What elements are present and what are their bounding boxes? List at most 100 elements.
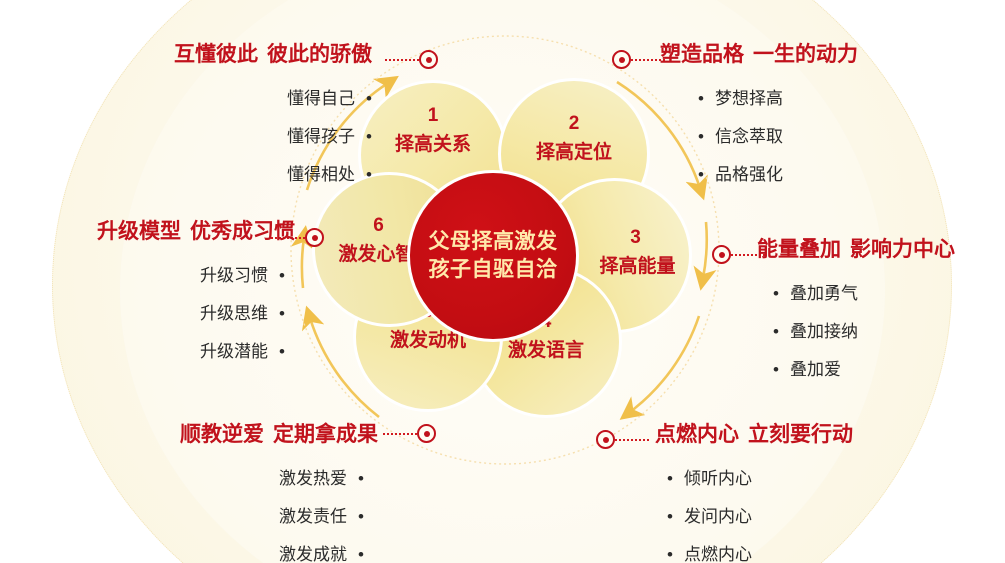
- heading-part-a: 升级模型: [97, 220, 181, 243]
- bullet-icon: •: [279, 342, 285, 362]
- label-top-right-list: • 梦想择高 •信念萃取 • 品格强化: [660, 90, 990, 183]
- list-item: • 叠加爱: [773, 361, 1005, 378]
- label-left-heading: 升级模型优秀成习惯: [10, 220, 295, 243]
- label-left-list: 升级习惯• 升级思维 • 升级潜能 •: [10, 267, 295, 360]
- ring-marker-icon[interactable]: [417, 424, 436, 443]
- item-text: 懂得相处: [287, 165, 356, 185]
- label-top-left-list: 懂得自己 • 懂得孩子 • 懂得相处 •: [22, 90, 372, 183]
- list-item: 升级思维 •: [10, 305, 285, 322]
- bullet-icon: •: [358, 469, 364, 489]
- bullet-icon: •: [698, 165, 704, 185]
- list-item: 激发成就 •: [38, 546, 364, 563]
- label-bottom-right-heading: 点燃内心立刻要行动: [655, 423, 975, 446]
- bullet-icon: •: [698, 89, 704, 109]
- list-item: • 梦想择高: [698, 90, 990, 107]
- item-text: 懂得自己: [287, 89, 356, 109]
- bullet-icon: •: [773, 284, 779, 304]
- petal-5-title: 激发动机: [389, 330, 466, 351]
- ring-marker-icon[interactable]: [596, 430, 615, 449]
- list-item: • 品格强化: [698, 166, 990, 183]
- connector-left: [271, 228, 324, 247]
- item-text: 激发热爱: [279, 469, 348, 489]
- petal-1-number: 1: [427, 105, 439, 126]
- item-text: 升级习惯: [200, 266, 269, 286]
- label-group-top-left: 互懂彼此彼此的骄傲 懂得自己 • 懂得孩子 • 懂得相处 •: [22, 43, 372, 183]
- item-text: 品格强化: [714, 165, 783, 185]
- heading-part-b: 立刻要行动: [748, 423, 853, 446]
- label-right-heading: 能量叠加影响力中心: [757, 238, 1005, 261]
- list-item: 懂得相处 •: [22, 166, 372, 183]
- petal-2-number: 2: [568, 113, 580, 134]
- connector-dots: [631, 58, 665, 61]
- bullet-icon: •: [366, 165, 372, 185]
- list-item: • 发问内心: [667, 508, 975, 525]
- petal-3-title: 择高能量: [599, 256, 676, 277]
- ring-marker-icon[interactable]: [419, 50, 438, 69]
- label-group-bottom-left: 顺教逆爱定期拿成果 激发热爱 • 激发责任• 激发成就 •: [38, 423, 378, 563]
- bullet-icon: •: [366, 127, 372, 147]
- list-item: • 点燃内心: [667, 546, 975, 563]
- bullet-icon: •: [279, 304, 285, 324]
- item-text: 发问内心: [683, 507, 752, 527]
- list-item: 激发责任•: [38, 508, 364, 525]
- item-text: 升级潜能: [200, 342, 269, 362]
- list-item: •信念萃取: [698, 128, 990, 145]
- item-text: 懂得孩子: [287, 127, 356, 147]
- label-group-left: 升级模型优秀成习惯 升级习惯• 升级思维 • 升级潜能 •: [10, 220, 295, 360]
- label-bottom-right-list: •倾听内心 • 发问内心 • 点燃内心: [655, 470, 975, 563]
- bullet-icon: •: [698, 127, 704, 147]
- list-item: 激发热爱 •: [38, 470, 364, 487]
- flower-diagram: 1 择高关系 2 择高定位 3 择高能量 4 激发语言 5 激发动机 6 激发心…: [300, 70, 710, 430]
- connector-dots: [385, 58, 419, 61]
- list-item: 升级潜能 •: [10, 343, 285, 360]
- ring-marker-icon[interactable]: [712, 245, 731, 264]
- petal-4-title: 激发语言: [507, 340, 584, 361]
- list-item: •叠加接纳: [773, 323, 1005, 340]
- heading-part-b: 彼此的骄傲: [267, 43, 372, 66]
- heading-part-b: 影响力中心: [850, 238, 955, 261]
- heading-part-b: 定期拿成果: [273, 423, 378, 446]
- item-text: 梦想择高: [714, 89, 783, 109]
- petal-3-number: 3: [630, 227, 641, 248]
- connector-dots: [271, 236, 305, 239]
- heading-part-a: 顺教逆爱: [180, 423, 264, 446]
- list-item: 升级习惯•: [10, 267, 285, 284]
- petal-6-number: 6: [373, 215, 384, 236]
- ring-marker-icon[interactable]: [305, 228, 324, 247]
- bullet-icon: •: [667, 545, 673, 563]
- heading-part-b: 优秀成习惯: [190, 220, 295, 243]
- label-group-top-right: 塑造品格一生的动力 •梦想择高 •信念萃取 •品格强化: [660, 43, 990, 183]
- list-item: 懂得自己 •: [22, 90, 372, 107]
- connector-bottom-left: [383, 424, 436, 443]
- bullet-icon: •: [773, 360, 779, 380]
- label-group-right: 能量叠加影响力中心 •叠加勇气 •叠加接纳 • 叠加爱: [757, 238, 1005, 378]
- petal-2-title: 择高定位: [535, 142, 612, 163]
- bullet-icon: •: [667, 507, 673, 527]
- label-top-left-heading: 互懂彼此彼此的骄傲: [22, 43, 372, 66]
- center-line-1: 父母择高激发: [428, 229, 558, 253]
- item-text: 激发成就: [279, 545, 348, 563]
- center-circle: 父母择高激发 孩子自驱自洽: [407, 170, 579, 342]
- bullet-icon: •: [366, 89, 372, 109]
- heading-part-a: 塑造品格: [660, 43, 744, 66]
- bullet-icon: •: [358, 507, 364, 527]
- bullet-icon: •: [358, 545, 364, 563]
- label-bottom-left-list: 激发热爱 • 激发责任• 激发成就 •: [38, 470, 378, 563]
- connector-right: [712, 245, 765, 264]
- list-item: •叠加勇气: [773, 285, 1005, 302]
- list-item: •倾听内心: [667, 470, 975, 487]
- label-right-list: •叠加勇气 •叠加接纳 • 叠加爱: [757, 285, 1005, 378]
- petal-1-title: 择高关系: [394, 134, 471, 155]
- item-text: 倾听内心: [683, 469, 752, 489]
- heading-part-a: 点燃内心: [655, 423, 739, 446]
- label-bottom-left-heading: 顺教逆爱定期拿成果: [38, 423, 378, 446]
- item-text: 点燃内心: [683, 545, 752, 563]
- item-text: 叠加爱: [789, 360, 841, 380]
- center-line-2: 孩子自驱自洽: [428, 258, 558, 281]
- ring-marker-icon[interactable]: [612, 50, 631, 69]
- item-text: 升级思维: [200, 304, 269, 324]
- list-item: 懂得孩子 •: [22, 128, 372, 145]
- connector-bottom-right: [596, 430, 649, 449]
- heading-part-a: 互懂彼此: [174, 43, 258, 66]
- connector-dots: [731, 253, 765, 256]
